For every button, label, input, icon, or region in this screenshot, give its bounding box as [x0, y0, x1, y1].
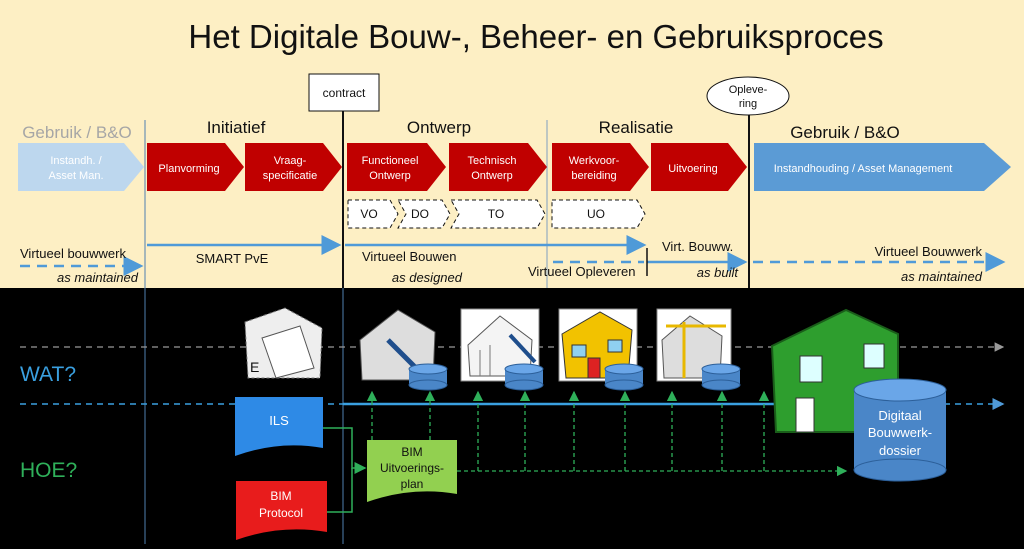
bim-uitv-line3: plan: [401, 477, 424, 491]
dossier-database-icon: [853, 378, 947, 482]
label-wat: WAT?: [20, 363, 76, 386]
step-planvorming-label: Planvorming: [158, 163, 219, 175]
phase-realisatie: Realisatie: [599, 118, 674, 137]
step-vraag-line2: specificatie: [263, 170, 317, 182]
database-icon: [604, 363, 644, 391]
label-virtueel-opleveren: Virtueel Opleveren: [528, 264, 635, 279]
step-instandhouding: [754, 143, 1011, 191]
label-virt-bouww: Virt. Bouww.: [662, 239, 733, 254]
label-as-maintained-left: as maintained: [57, 270, 139, 285]
house-construction-icon: [656, 308, 732, 382]
connector-ils-uitv: [323, 427, 367, 474]
database-icon: [701, 363, 741, 391]
milestone-contract: contract: [323, 86, 366, 100]
step-instandh-line2: Asset Man.: [48, 170, 103, 182]
bim-uitv-line2: Uitvoerings-: [380, 461, 444, 475]
step-instandh-line1: Instandh. /: [50, 155, 102, 167]
milestone-contract-box: [308, 73, 380, 112]
phase-ontwerp: Ontwerp: [407, 118, 471, 137]
dossier-line1: Digitaal: [878, 408, 921, 423]
step-technisch-ontwerp: [449, 143, 547, 191]
dossier-line3: dossier: [879, 443, 922, 458]
substep-uo: [551, 199, 646, 229]
step-technisch-line2: Ontwerp: [471, 170, 513, 182]
ils-document: [235, 397, 323, 456]
step-werkvoorbereiding: [552, 143, 649, 191]
step-uitvoering: [651, 143, 747, 191]
bim-protocol-document: [236, 481, 327, 540]
substep-to: [450, 199, 546, 229]
step-functioneel-ontwerp: [347, 143, 446, 191]
step-planvorming: [147, 143, 244, 191]
label-as-maintained-right: as maintained: [901, 269, 983, 284]
bim-uitvoeringsplan-document: [367, 440, 457, 502]
step-instandhouding-label: Instandhouding / Asset Management: [774, 163, 953, 175]
label-as-designed: as designed: [392, 270, 463, 285]
bim-protocol-line1: BIM: [270, 489, 291, 503]
label-virtueel-bouwwerk-right: Virtueel Bouwwerk: [875, 244, 983, 259]
label-virtueel-bouwwerk-left: Virtueel bouwwerk: [20, 246, 126, 261]
substep-uo-label: UO: [587, 207, 605, 221]
phase-gebruik-left: Gebruik / B&O: [22, 123, 132, 142]
milestone-oplevering-ellipse: [706, 76, 790, 116]
step-functioneel-line1: Functioneel: [362, 155, 419, 167]
dossier-line2: Bouwwerk-: [868, 425, 932, 440]
bim-protocol-line2: Protocol: [259, 506, 303, 520]
label-hoe: HOE?: [20, 459, 77, 482]
step-instandh: [18, 143, 144, 191]
substep-do-label: DO: [411, 207, 429, 221]
label-virtueel-bouwen: Virtueel Bouwen: [362, 249, 456, 264]
substep-do: [397, 199, 451, 229]
ils-label: ILS: [269, 413, 289, 428]
substep-to-label: TO: [488, 207, 504, 221]
milestone-oplevering-line1: Opleve-: [729, 84, 768, 96]
step-werkvoor-line2: bereiding: [571, 170, 616, 182]
step-functioneel-line2: Ontwerp: [369, 170, 411, 182]
database-icon: [408, 363, 448, 391]
step-vraag-line1: Vraag-: [274, 155, 307, 167]
house-paper-icon: E: [244, 307, 323, 379]
milestone-oplevering-line2: ring: [739, 98, 757, 110]
label-as-built: as built: [697, 265, 740, 280]
phase-initiatief: Initiatief: [207, 118, 266, 137]
database-icon: [504, 363, 544, 391]
label-smart-pve: SMART PvE: [196, 251, 269, 266]
phase-gebruik-right: Gebruik / B&O: [790, 123, 900, 142]
step-technisch-line1: Technisch: [468, 155, 517, 167]
substep-vo: [347, 199, 399, 229]
substep-vo-label: VO: [360, 207, 377, 221]
step-uitvoering-label: Uitvoering: [668, 163, 718, 175]
page-title: Het Digitale Bouw-, Beheer- en Gebruiksp…: [188, 18, 883, 55]
connector-protocol-uitv: [327, 468, 353, 513]
svg-text:E: E: [250, 359, 259, 375]
bim-uitv-line1: BIM: [401, 445, 422, 459]
step-werkvoor-line1: Werkvoor-: [569, 155, 620, 167]
step-vraagspecificatie: [245, 143, 342, 191]
